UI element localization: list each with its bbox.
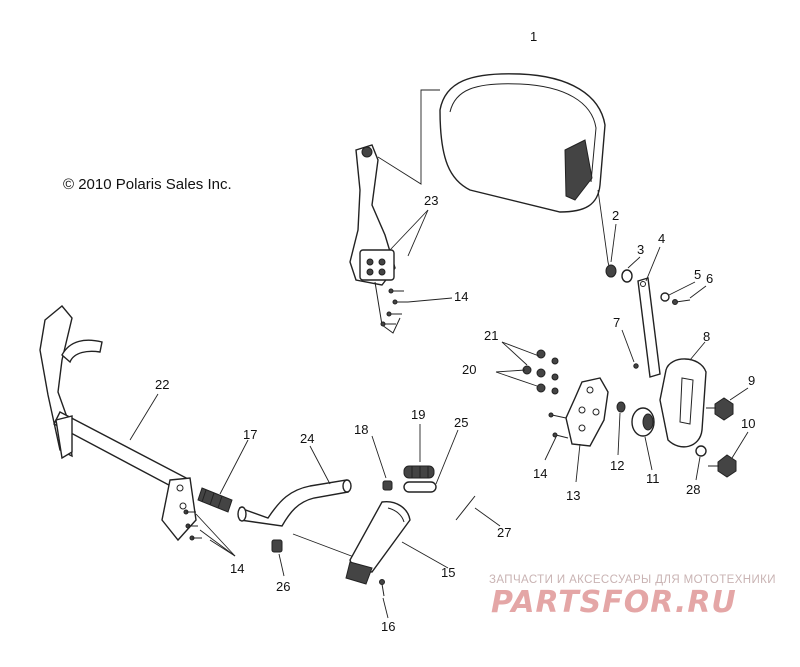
callout-7: 7 — [613, 315, 621, 330]
callout-28: 28 — [686, 482, 701, 497]
screw-group-upper — [380, 288, 408, 327]
callout-17: 17 — [243, 427, 258, 442]
callout-8: 8 — [703, 329, 711, 344]
callout-23: 23 — [424, 193, 439, 208]
washers-2-3 — [605, 264, 633, 283]
spacer-11 — [631, 407, 655, 437]
screws-20-21 — [522, 349, 559, 395]
callout-25: 25 — [454, 415, 469, 430]
callout-26: 26 — [276, 579, 291, 594]
support-link — [637, 277, 661, 378]
grip-19 — [403, 465, 435, 479]
knob-10 — [708, 454, 737, 478]
callout-20: 20 — [462, 362, 477, 377]
washer-5 — [660, 292, 670, 302]
callout-6: 6 — [706, 271, 714, 286]
screw-group-lower — [183, 509, 202, 541]
callout-14-lower: 14 — [230, 561, 245, 576]
washer-28 — [695, 445, 707, 457]
callout-9: 9 — [748, 373, 756, 388]
callout-15: 15 — [441, 565, 456, 580]
plug-18 — [382, 480, 393, 491]
backrest-pad — [439, 73, 606, 213]
callout-10: 10 — [741, 416, 756, 431]
callout-11: 11 — [646, 471, 660, 486]
grab-bar-assembly — [39, 305, 197, 542]
callout-14-upper: 14 — [454, 289, 469, 304]
grip-17 — [197, 487, 233, 513]
screw-group-plate — [548, 412, 569, 439]
pivot-housing — [659, 358, 707, 448]
knob-9 — [706, 397, 734, 421]
callout-12: 12 — [610, 458, 625, 473]
callout-3: 3 — [637, 242, 645, 257]
callout-19: 19 — [411, 407, 426, 422]
tube-25 — [403, 481, 437, 493]
callout-13: 13 — [566, 488, 581, 503]
pin-27 — [455, 495, 476, 521]
callout-24: 24 — [300, 431, 315, 446]
watermark-logo: PARTSFOR.RU — [491, 585, 737, 620]
callout-21: 21 — [484, 328, 499, 343]
screw-16 — [379, 579, 385, 597]
callout-14-plate: 14 — [533, 466, 548, 481]
pad-link-line-2 — [597, 189, 611, 271]
callout-16: 16 — [381, 619, 396, 634]
mounting-plate — [565, 377, 609, 447]
callout-22: 22 — [155, 377, 170, 392]
callout-18: 18 — [354, 422, 369, 437]
footrest — [345, 501, 411, 585]
nut-12 — [616, 401, 626, 413]
copyright-notice: © 2010 Polaris Sales Inc. — [63, 176, 232, 193]
callout-4: 4 — [658, 231, 666, 246]
callout-27: 27 — [497, 525, 512, 540]
callout-2: 2 — [612, 208, 620, 223]
screw-7 — [633, 363, 639, 369]
callout-5: 5 — [694, 267, 702, 282]
bushing-26 — [271, 539, 283, 553]
bolt-6 — [672, 299, 691, 305]
bent-tube — [237, 479, 352, 527]
callout-1: 1 — [530, 29, 538, 44]
backrest-bracket — [349, 144, 401, 334]
pad-link-line — [377, 89, 440, 185]
watermark-tagline: ЗАПЧАСТИ И АКСЕССУАРЫ ДЛЯ МОТОТЕХНИКИ — [489, 574, 776, 586]
